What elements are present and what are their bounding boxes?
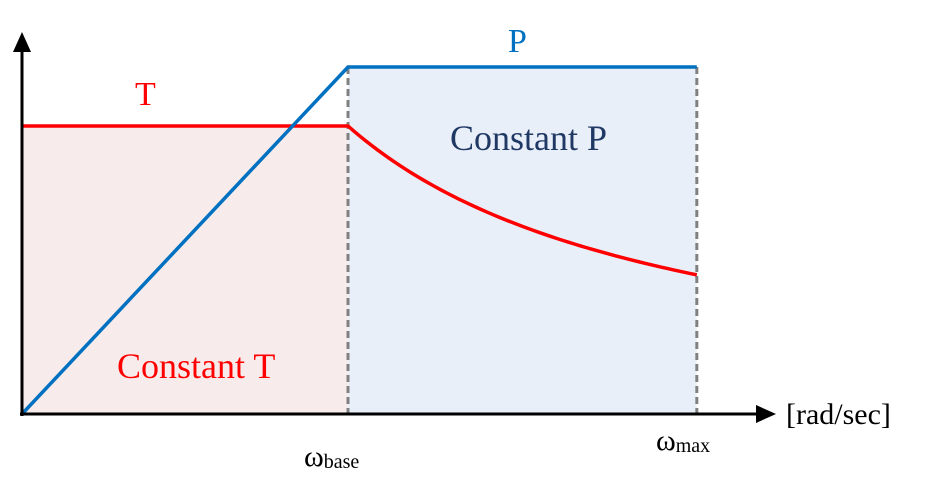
x-axis-arrowhead: [756, 405, 776, 423]
region-label-constant-p: Constant P: [450, 118, 607, 158]
y-axis-arrowhead: [13, 32, 31, 52]
series-layer: [20, 65, 698, 416]
series-label-t: T: [135, 76, 156, 113]
series-line-p: [20, 65, 697, 416]
x-tick-omega-max: ωmax: [656, 424, 710, 457]
region-constant-p: [348, 67, 697, 414]
region-constant-t: [22, 125, 348, 415]
series-label-p: P: [508, 23, 527, 60]
omega-max-subscript: max: [676, 435, 710, 457]
omega-max-symbol: ω: [656, 424, 676, 457]
region-label-constant-t: Constant T: [117, 346, 275, 386]
series-line-t: [22, 124, 698, 277]
omega-base-symbol: ω: [304, 440, 324, 473]
labels-layer: [rad/sec] ωbase ωmax T P Constant T Cons…: [117, 23, 891, 473]
omega-base-subscript: base: [324, 451, 360, 473]
regions-layer: [22, 67, 697, 415]
x-tick-omega-base: ωbase: [304, 440, 359, 473]
axes-layer: [13, 32, 776, 423]
x-axis-unit-label: [rad/sec]: [786, 398, 891, 431]
